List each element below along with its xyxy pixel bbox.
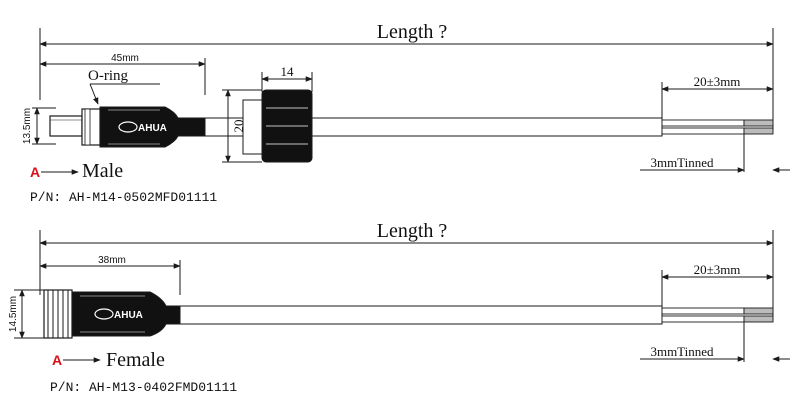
female-part-number: P/N: AH-M13-0402FMD01111	[50, 380, 237, 395]
male-13-label: 13.5mm	[22, 108, 33, 144]
male-cable-long	[311, 117, 663, 137]
female-wire-2	[661, 315, 745, 323]
female-brand-logo-icon	[94, 308, 114, 320]
female-thread-lines	[47, 290, 69, 338]
male-marker: A	[30, 164, 40, 180]
male-tinned-label: 3mmTinned	[650, 155, 714, 170]
female-tinned-label: 3mmTinned	[650, 344, 714, 359]
male-brand-logo-icon	[118, 121, 138, 133]
male-length-label: Length ?	[377, 21, 448, 43]
male-title: Male	[82, 160, 123, 182]
female-tinned-tip-1	[743, 307, 774, 315]
male-part-number: P/N: AH-M14-0502MFD01111	[30, 190, 217, 205]
female-tinned-tip-2	[743, 315, 774, 323]
male-20-3-label: 20±3mm	[694, 74, 741, 89]
male-pin	[49, 115, 83, 137]
nut-20-label: 20	[231, 120, 246, 133]
female-38-label: 38mm	[98, 255, 126, 266]
female-wire-1	[661, 307, 745, 315]
oring-label: O-ring	[88, 68, 128, 84]
male-assembly: Length ? 45mm O-ring 13.5mm AHUA 14	[22, 21, 790, 205]
female-20-3-label: 20±3mm	[694, 262, 741, 277]
male-tinned-tip-2	[743, 127, 774, 135]
nut-14-label: 14	[281, 64, 295, 79]
female-14-label: 14.5mm	[8, 296, 19, 332]
male-wire-1	[661, 119, 745, 127]
female-assembly: Length ? 38mm 14.5mm AHUA	[8, 220, 790, 395]
male-tinned-tip-1	[743, 119, 774, 127]
female-title: Female	[106, 349, 165, 371]
nut-collar	[242, 99, 263, 155]
female-length-label: Length ?	[377, 220, 448, 242]
male-wire-2	[661, 127, 745, 135]
female-brand-text: AHUA	[114, 310, 143, 321]
female-cable	[179, 305, 663, 325]
female-marker: A	[52, 352, 62, 368]
male-45-label: 45mm	[111, 53, 139, 64]
oring-leader	[89, 83, 99, 105]
male-brand-text: AHUA	[138, 123, 167, 134]
